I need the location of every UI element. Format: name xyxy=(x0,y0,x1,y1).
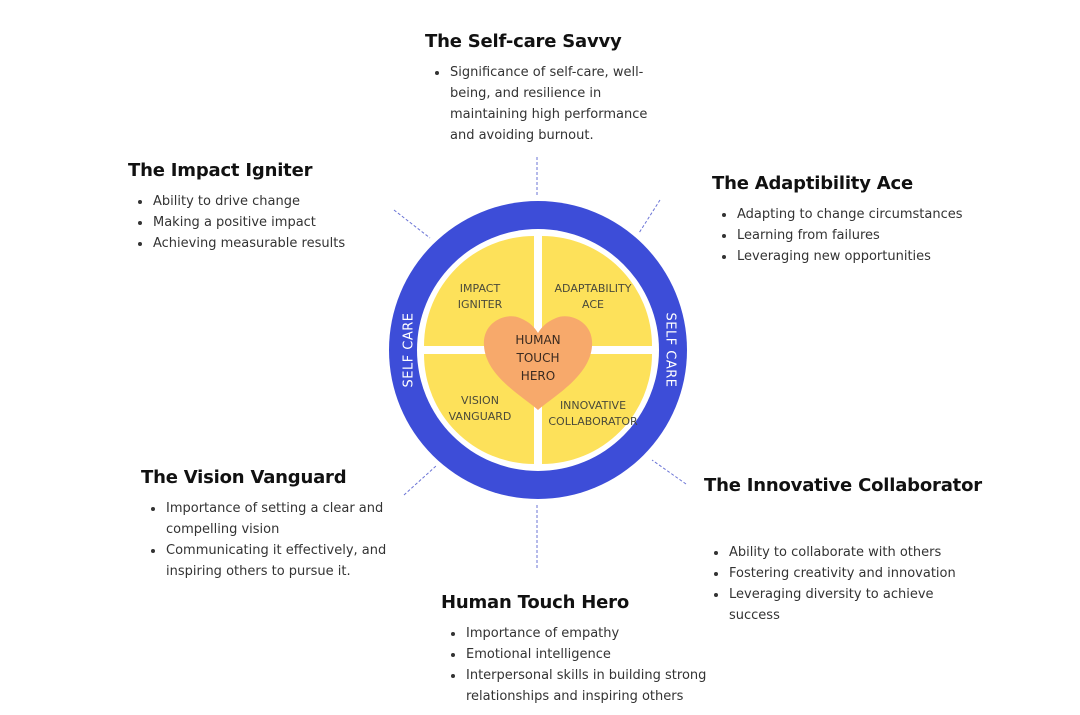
connector-lines xyxy=(393,157,687,568)
list-item: Emotional intelligence xyxy=(451,644,711,665)
section-title: Human Touch Hero xyxy=(441,592,629,613)
quadrant-label-vision-line1: VISION xyxy=(461,394,499,407)
list-item: Leveraging diversity to achieve success xyxy=(714,584,984,626)
list-item: Adapting to change circumstances xyxy=(722,204,1012,225)
section-human-touch-hero: Human Touch Hero Importance of empathy E… xyxy=(441,592,711,707)
list-item: Making a positive impact xyxy=(138,212,388,233)
section-title: The Innovative Collaborator xyxy=(704,475,982,496)
section-self-care-savvy: The Self-care Savvy Significance of self… xyxy=(425,31,665,146)
quadrant-label-impact-line1: IMPACT xyxy=(460,282,501,295)
connector-upper-left xyxy=(393,209,431,239)
section-vision-vanguard: The Vision Vanguard Importance of settin… xyxy=(141,467,401,582)
list-item: Significance of self-care, well-being, a… xyxy=(435,62,665,146)
section-adaptability-ace: The Adaptibility Ace Adapting to change … xyxy=(712,173,1012,267)
connector-lower-right xyxy=(651,459,687,485)
heart-label-line3: HERO xyxy=(521,369,555,383)
quadrant-label-innov-line1: INNOVATIVE xyxy=(560,399,626,412)
list-item: Interpersonal skills in building strong … xyxy=(451,665,711,707)
section-title: The Adaptibility Ace xyxy=(712,173,913,194)
quadrant-label-innov-line2: COLLABORATOR xyxy=(548,415,638,428)
list-item: Leveraging new opportunities xyxy=(722,246,1012,267)
list-item: Achieving measurable results xyxy=(138,233,388,254)
bullet-list: Ability to collaborate with others Foste… xyxy=(704,542,984,626)
section-title: The Self-care Savvy xyxy=(425,31,622,52)
section-innovative-collaborator: The Innovative Collaborator Ability to c… xyxy=(704,475,984,626)
ring-label-right: SELF CARE xyxy=(663,312,678,387)
bullet-list: Importance of empathy Emotional intellig… xyxy=(441,623,711,707)
bullet-list: Ability to drive change Making a positiv… xyxy=(128,191,388,254)
list-item: Ability to collaborate with others xyxy=(714,542,984,563)
list-item: Communicating it effectively, and inspir… xyxy=(151,540,401,582)
list-item: Importance of setting a clear and compel… xyxy=(151,498,401,540)
quadrant-label-vision-line2: VANGUARD xyxy=(449,410,512,423)
section-title: The Vision Vanguard xyxy=(141,467,347,488)
quadrant-label-adapt-line1: ADAPTABILITY xyxy=(555,282,632,295)
list-item: Importance of empathy xyxy=(451,623,711,644)
bullet-list: Adapting to change circumstances Learnin… xyxy=(712,204,1012,267)
heart-label-line2: TOUCH xyxy=(516,351,560,365)
ring-label-left: SELF CARE xyxy=(402,312,417,387)
ring-label-top: SELF CARE xyxy=(498,175,578,196)
heart-label-line1: HUMAN xyxy=(515,333,560,347)
section-title: The Impact Igniter xyxy=(128,160,313,181)
bullet-list: Significance of self-care, well-being, a… xyxy=(425,62,665,146)
section-impact-igniter: The Impact Igniter Ability to drive chan… xyxy=(128,160,388,254)
quadrant-label-adapt-line2: ACE xyxy=(582,298,604,311)
list-item: Fostering creativity and innovation xyxy=(714,563,984,584)
list-item: Ability to drive change xyxy=(138,191,388,212)
list-item: Learning from failures xyxy=(722,225,1012,246)
quadrant-label-impact-line2: IGNITER xyxy=(458,298,503,311)
connector-upper-right xyxy=(638,199,661,234)
bullet-list: Importance of setting a clear and compel… xyxy=(141,498,401,582)
heart-shape xyxy=(483,316,593,410)
connector-lower-left xyxy=(403,465,437,496)
ring-label-bottom: SELF CARE xyxy=(500,524,576,544)
